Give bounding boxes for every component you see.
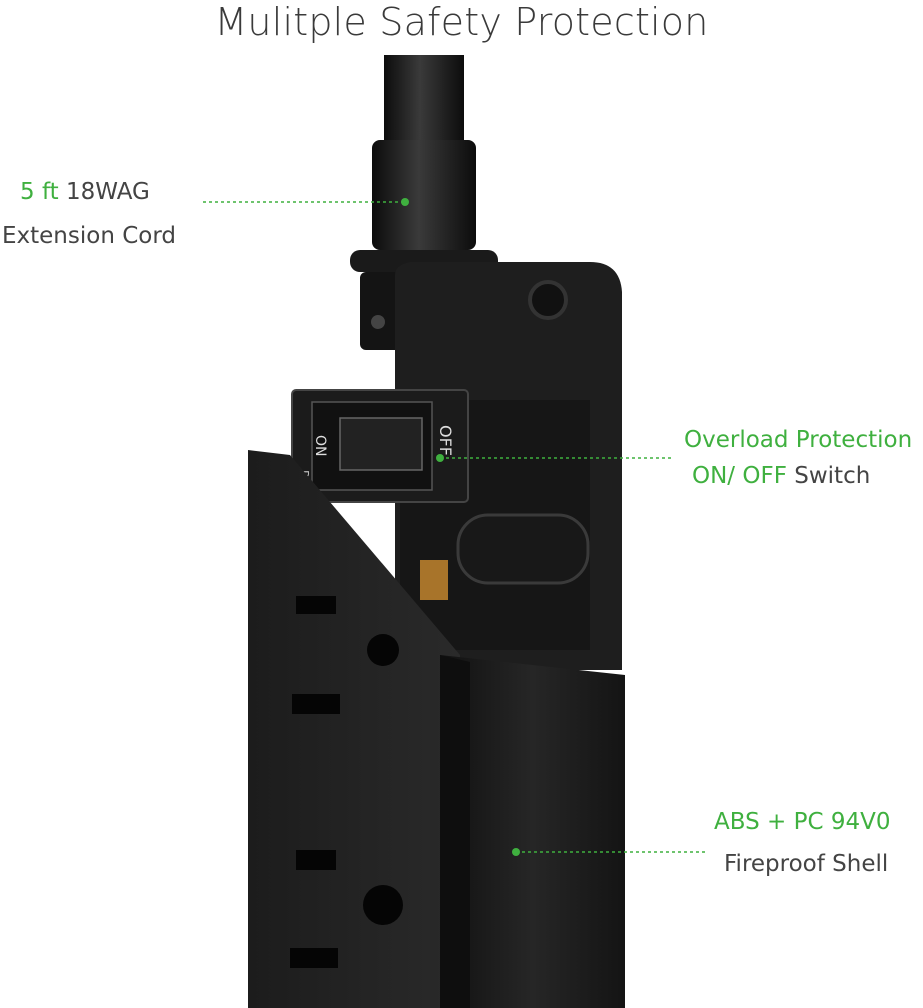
shell-callout: ABS + PC 94V0	[714, 809, 891, 835]
switch-word: Switch	[786, 463, 871, 489]
cord-callout: 5 ft 18WAG	[20, 174, 150, 210]
switch-label-on: ON	[312, 435, 328, 457]
switch-on-off: ON/ OFF	[692, 463, 787, 489]
cord-gauge: 18WAG	[58, 179, 150, 205]
shell-callout-line2: Fireproof Shell	[724, 851, 889, 877]
switch-pointer-dot	[436, 454, 444, 462]
cord-callout-line2: Extension Cord	[2, 223, 177, 249]
page-title: Mulitple Safety Protection	[214, 0, 709, 44]
cord-pointer-dot	[401, 198, 409, 206]
shell-pointer-dot	[512, 848, 520, 856]
circuit-breaker	[456, 513, 590, 585]
cord-length: 5 ft	[20, 179, 59, 205]
fireproof-shell	[440, 655, 625, 1008]
switch-label-off: OFF	[436, 425, 455, 456]
switch-callout: Overload Protection	[684, 427, 913, 453]
outlet-3	[290, 850, 403, 968]
switch-callout-line2: ON/ OFF Switch	[692, 458, 870, 494]
outlet-2	[292, 694, 340, 714]
outlet-1	[296, 596, 399, 666]
